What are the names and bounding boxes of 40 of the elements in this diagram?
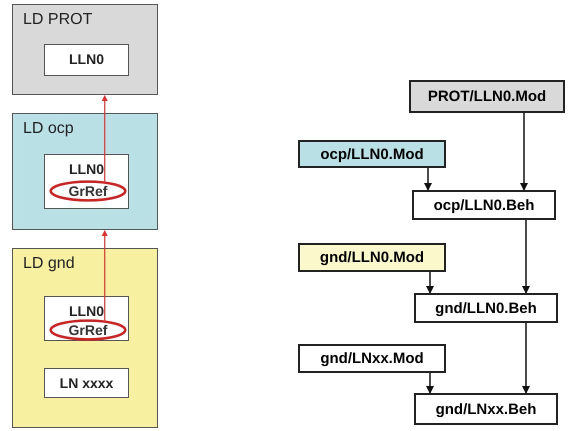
node-text: gnd/LLN0.Mod [318,248,426,268]
process-box [414,293,558,323]
node-text: LD ocp [23,120,74,138]
process-box [414,393,558,425]
node-text: LD gnd [23,255,75,273]
node-text: ocp/LLN0.Mod [319,144,425,164]
node-text: LD PROT [23,11,92,29]
node-text: gnd/LLN0.Beh [434,298,538,318]
node-text: gnd/LNxx.Beh [434,400,538,420]
node-text: ocp/LLN0.Beh [432,196,536,216]
node-box [44,296,129,341]
arrow [522,323,530,394]
node-box [44,368,129,398]
node-text: GrRef [68,321,108,340]
highlight-ellipse [50,320,126,340]
arrow [102,95,108,183]
arrow [520,113,528,191]
node-text: PROT/LLN0.Mod [426,87,548,107]
node-text: LN xxxx [58,375,114,391]
process-box [412,190,556,220]
group-box [12,4,158,95]
node-box [44,44,129,76]
process-box [298,140,446,168]
process-box [298,344,446,373]
node-text: GrRef [68,182,108,201]
node-box [44,154,129,209]
group-box [12,113,158,230]
highlight-ellipse [50,181,126,201]
arrow [522,220,530,294]
node-text: LLN0 [68,161,105,177]
process-box [298,243,446,272]
arrow [426,373,434,394]
node-text: LLN0 [68,51,105,67]
node-text: gnd/LNxx.Mod [319,349,425,369]
node-text: LLN0 [68,303,105,319]
arrow [424,168,432,191]
arrow [102,230,108,322]
arrow [426,272,434,294]
process-box [409,80,565,113]
group-box [12,248,158,428]
